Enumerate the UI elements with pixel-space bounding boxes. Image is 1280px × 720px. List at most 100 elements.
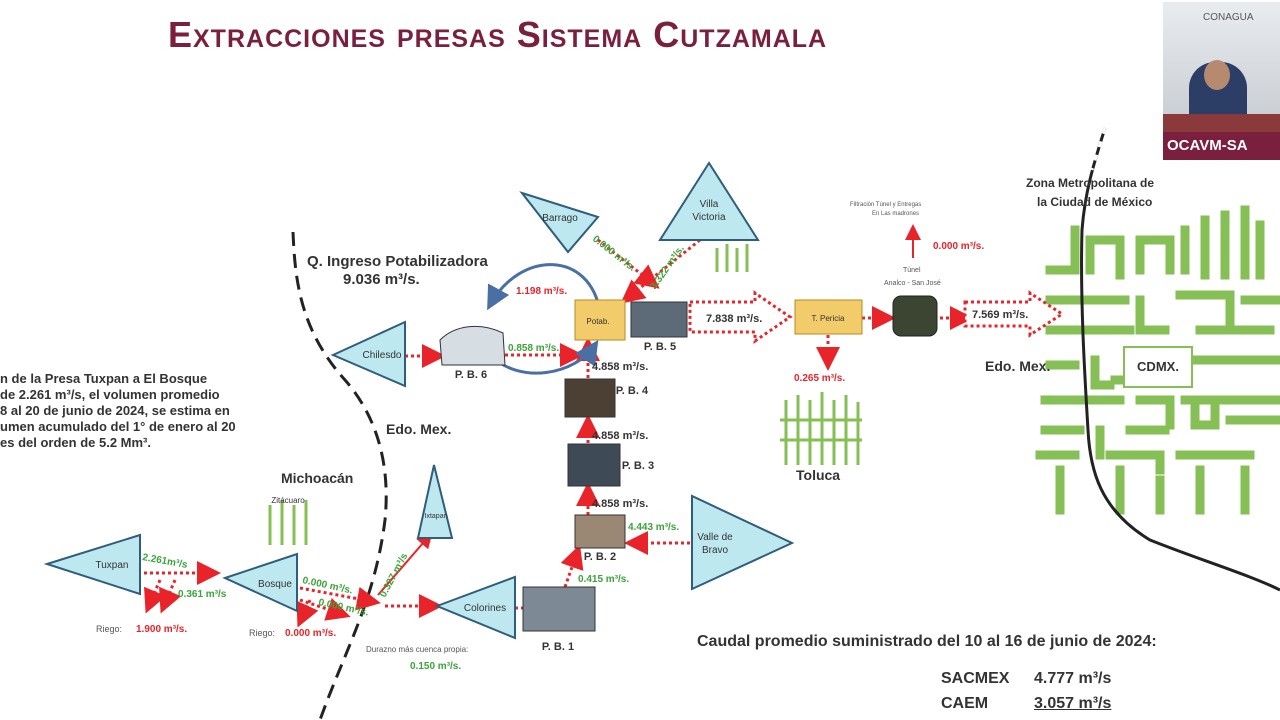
paragraph-line: 8 al 20 de junio de 2024, se estima en xyxy=(0,403,230,418)
note-filtracion-2: En Las madrones xyxy=(872,211,919,217)
label-villa-1: Villa xyxy=(700,199,719,210)
dam-bosque[interactable] xyxy=(222,552,298,613)
label-potab: Potab. xyxy=(586,317,609,326)
paragraph-line: es del orden de 5.2 Mm³. xyxy=(0,435,151,450)
dam-valle-de-bravo[interactable] xyxy=(691,494,795,591)
flow-bosque-out2: 0.000 m³/s. xyxy=(317,597,370,618)
label-pb2: P. B. 2 xyxy=(584,551,616,563)
tuxpan-paragraph: n de la Presa Tuxpan a El Bosque de 2.26… xyxy=(0,371,285,451)
recirculation-loop xyxy=(487,263,602,313)
potabilizadora-label: Q. Ingreso Potabilizadora xyxy=(307,253,488,270)
flow-colorines-pb1: 0.415 m³/s. xyxy=(578,574,629,585)
tunnel-machine[interactable] xyxy=(892,295,938,337)
flow-chilesdo-pb6: 0.858 m³/s. xyxy=(508,343,559,354)
flow-barrago: 0.000 m³/s. xyxy=(590,234,637,274)
flow-up: 0.000 m³/s. xyxy=(933,241,984,252)
final-outflow-arrow xyxy=(963,290,1065,338)
page-title: Extracciones presas Sistema Cutzamala xyxy=(168,14,828,55)
label-pb3: P. B. 3 xyxy=(622,460,654,472)
label-valle-2: Bravo xyxy=(702,545,729,556)
flow-riego-tuxpan: 1.900 m³/s. xyxy=(136,624,187,635)
flow-bosque-out: 0.000 m³/s. xyxy=(301,575,354,596)
label-villa-2: Victoria xyxy=(692,212,726,223)
paragraph-line: n de la Presa Tuxpan a El Bosque xyxy=(0,371,208,386)
station-pb1[interactable] xyxy=(522,586,596,632)
label-valle-1: Valle de xyxy=(697,532,733,543)
station-pb4[interactable] xyxy=(564,378,616,418)
region-edomex-left: Edo. Mex. xyxy=(386,421,452,437)
flow-pb2-pb3: 4.858 m³/s. xyxy=(592,498,648,510)
conagua-logo: CONAGUA xyxy=(1203,12,1254,23)
potabilizadora-value: 9.036 m³/s. xyxy=(343,271,420,288)
flow-main-out: 7.838 m³/s. xyxy=(706,313,762,325)
paragraph-line: de 2.261 m³/s, el volumen promedio xyxy=(0,387,220,402)
flow-villa: 3.322 m³/s. xyxy=(648,243,686,291)
dam-tuxpan[interactable] xyxy=(43,533,141,596)
durazno-label: Durazno más cuenca propia: xyxy=(366,645,468,654)
label-pb6: P. B. 6 xyxy=(455,369,487,381)
webcam-feed: CONAGUA OCAVM-SA xyxy=(1163,2,1280,160)
riego-bosque-label: Riego: xyxy=(249,628,275,638)
riego-tuxpan-label: Riego: xyxy=(96,624,122,634)
label-tpericia: T. Pericia xyxy=(812,314,845,323)
label-pb4: P. B. 4 xyxy=(616,385,649,397)
flow-tuxpan-out: 2.261m³/s xyxy=(141,552,188,571)
label-pb1: P. B. 1 xyxy=(542,641,574,653)
label-ixtapan: Ixtapan xyxy=(425,513,448,520)
pump-stations xyxy=(439,295,938,632)
station-pb5[interactable] xyxy=(630,301,688,338)
flow-pb3-pb4: 4.858 m³/s. xyxy=(592,430,648,442)
station-potab[interactable] xyxy=(574,299,626,341)
region-zmcm-2: la Ciudad de México xyxy=(1037,195,1153,209)
region-cdmx: CDMX. xyxy=(1123,346,1193,388)
dam-ixtapan[interactable] xyxy=(416,464,454,539)
webcam-banner: OCAVM-SA xyxy=(1163,132,1280,160)
region-zmcm-1: Zona Metropolitana de xyxy=(1026,176,1155,190)
label-bosque: Bosque xyxy=(258,579,292,590)
tree-icons xyxy=(268,244,862,545)
paragraph-line: umen acumulado del 1° de enero al 20 xyxy=(0,419,236,434)
flow-durazno-value: 0.150 m³/s. xyxy=(410,661,461,672)
flow-ixtapan: 0.327 m³/s xyxy=(378,551,411,599)
sacmex-value: 4.777 m³/s xyxy=(1034,670,1112,687)
sacmex-label: SACMEX xyxy=(941,670,1010,687)
tunel-label-2: Analco - San José xyxy=(884,280,941,287)
label-pb5: P. B. 5 xyxy=(644,341,676,353)
label-chilesdo: Chilesdo xyxy=(363,350,402,361)
boundary-cdmx xyxy=(1080,127,1280,592)
station-tpericia[interactable] xyxy=(794,299,863,335)
note-filtracion-1: Filtración Túnel y Entregas xyxy=(850,202,921,208)
region-toluca: Toluca xyxy=(796,467,841,483)
flow-pb4-potab: 4.858 m³/s. xyxy=(592,361,648,373)
flow-tuxpan-split: 0.361 m³/s xyxy=(178,589,227,600)
dam-villa-victoria[interactable] xyxy=(658,161,760,241)
city-grid xyxy=(1035,205,1280,515)
caem-label: CAEM xyxy=(941,695,989,712)
dam-colorines[interactable] xyxy=(434,575,516,640)
label-barrago: Barrago xyxy=(542,213,578,224)
dam-chilesdo[interactable] xyxy=(330,320,406,388)
tunel-label-1: Túnel xyxy=(903,267,921,274)
label-zitacuaro: Zitácuaro xyxy=(271,496,305,505)
station-pb3[interactable] xyxy=(567,443,621,487)
dam-barrago[interactable] xyxy=(519,191,600,254)
main-outflow-arrow xyxy=(688,290,793,344)
label-colorines: Colorines xyxy=(464,603,506,614)
flow-recirc: 1.198 m³/s. xyxy=(516,286,567,297)
label-tuxpan: Tuxpan xyxy=(96,560,129,571)
caem-value: 3.057 m³/s xyxy=(1034,695,1112,712)
region-michoacan: Michoacán xyxy=(281,470,354,486)
station-pb2[interactable] xyxy=(574,514,626,549)
flow-toluca-out: 0.265 m³/s. xyxy=(794,373,845,384)
flow-riego-bosque: 0.000 m³/s. xyxy=(285,628,336,639)
flow-lines xyxy=(138,224,974,628)
region-edomex-right: Edo. Mex. xyxy=(985,358,1051,374)
boundary-michoacan xyxy=(291,231,388,720)
presenter-head xyxy=(1204,60,1230,90)
station-pb6[interactable] xyxy=(439,325,506,366)
flow-final-out: 7.569 m³/s. xyxy=(972,309,1028,321)
caudal-title: Caudal promedio suministrado del 10 al 1… xyxy=(697,633,1157,650)
flow-valle-pb2: 4.443 m³/s. xyxy=(628,522,679,533)
